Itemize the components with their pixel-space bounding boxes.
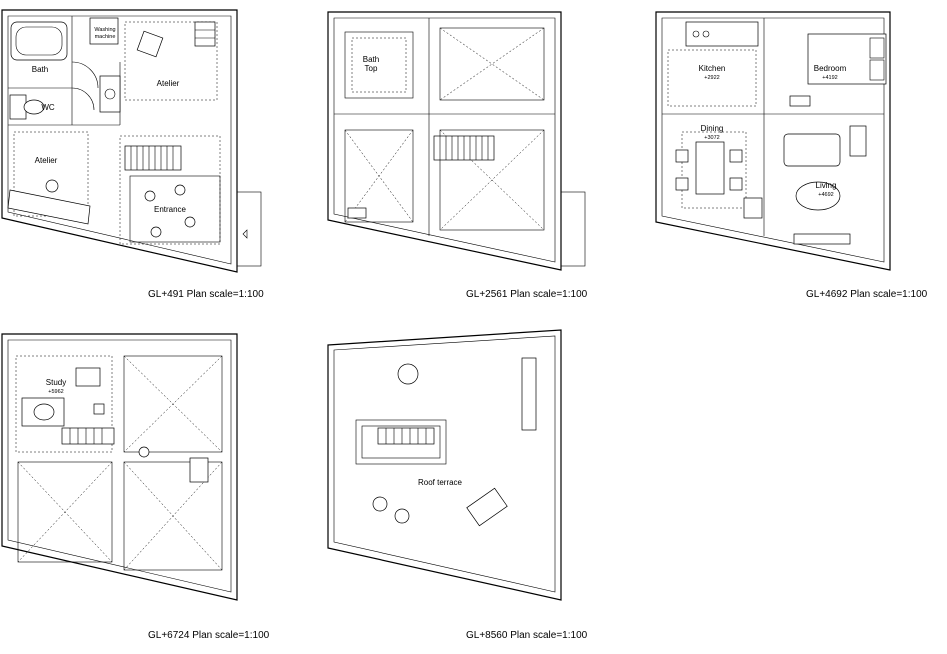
plan-gl491-outline: [1, 9, 238, 273]
label-dining: Dining: [701, 124, 724, 133]
label-atelier-left: Atelier: [35, 156, 58, 165]
study-ladder: [75, 367, 101, 387]
plan-gl6724-outline: [1, 333, 238, 601]
label-bedroom: Bedroom: [814, 64, 847, 73]
label-wc: WC: [41, 103, 55, 112]
label-bath-top-1: Bath: [363, 55, 379, 64]
atelier-ladder: [194, 21, 216, 47]
caption-gl8560: GL+8560 Plan scale=1:100: [466, 630, 588, 641]
roof-plant: [397, 363, 419, 385]
label-dining-level: +3072: [704, 135, 719, 141]
roof-hatch: [355, 419, 447, 465]
stairs: [124, 145, 182, 171]
sink: [99, 75, 121, 113]
plan-gl8560: Roof terrace GL+8560 Plan scale=1:100: [327, 329, 588, 641]
label-living-level: +4692: [818, 192, 833, 198]
label-study: Study: [46, 378, 66, 387]
label-roof-terrace: Roof terrace: [418, 478, 463, 487]
toilet: [9, 94, 27, 120]
living-rug: [795, 181, 841, 211]
sofa: [783, 133, 841, 167]
plan-gl6724: Study +5962 GL+6724 Plan scale=1:100: [1, 333, 270, 641]
plan-gl2561-outline: [327, 11, 562, 271]
caption-gl491: GL+491 Plan scale=1:100: [148, 289, 264, 300]
label-bath-top-2: Top: [365, 64, 378, 73]
label-washing-1: Washing: [94, 27, 115, 33]
label-kitchen: Kitchen: [699, 64, 726, 73]
label-entrance: Entrance: [154, 205, 187, 214]
bathtub: [10, 21, 68, 61]
kitchen-counter: [685, 21, 759, 47]
atelier-desk: [7, 189, 91, 225]
label-living: Living: [816, 181, 837, 190]
plan-gl8560-outline: [327, 329, 562, 601]
label-bedroom-level: +4192: [822, 75, 837, 81]
label-kitchen-level: +2922: [704, 75, 719, 81]
atelier-zone: [124, 21, 218, 101]
plan-gl4692-outline: [655, 11, 891, 271]
label-study-level: +5962: [48, 389, 63, 395]
caption-gl6724: GL+6724 Plan scale=1:100: [148, 630, 270, 641]
plan-gl491: Bath Washing machine WC Atelier Atelier …: [1, 9, 264, 300]
living-bench: [793, 233, 851, 245]
washing-machine: [89, 17, 119, 45]
roof-table: [466, 487, 508, 527]
study-desk: [21, 397, 65, 427]
label-bath: Bath: [32, 65, 48, 74]
shoe-rack: [347, 207, 367, 219]
plan-gl4692: Kitchen +2922 Bedroom +4192 Dining +3072…: [655, 11, 928, 300]
atelier-chair: [136, 30, 164, 58]
plan-gl2561: Bath Top GL+2561 Plan scale=1:100: [327, 11, 588, 300]
caption-gl2561: GL+2561 Plan scale=1:100: [466, 289, 588, 300]
dining-table: [695, 141, 725, 195]
label-atelier-top: Atelier: [157, 79, 180, 88]
label-washing-2: machine: [95, 34, 116, 40]
bath-top-void: [344, 31, 414, 99]
caption-gl4692: GL+4692 Plan scale=1:100: [806, 289, 928, 300]
roof-chair: [521, 357, 537, 431]
bed: [807, 33, 887, 85]
